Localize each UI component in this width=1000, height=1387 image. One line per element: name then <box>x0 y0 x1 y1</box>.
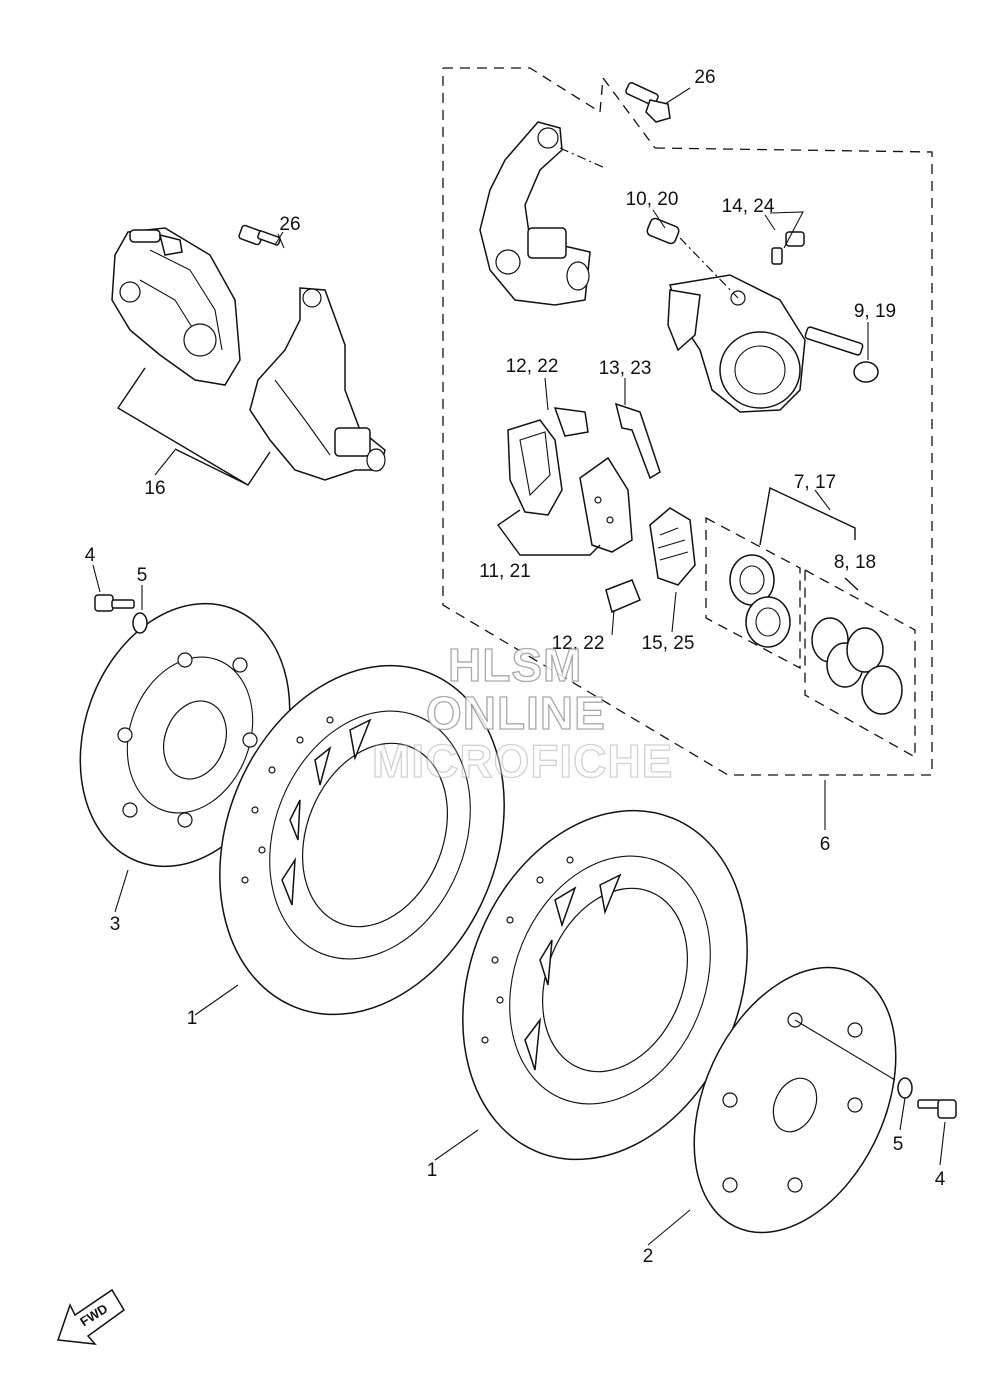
pad-spring-13-23 <box>614 402 661 480</box>
pad-clip-12-22-top <box>553 407 589 437</box>
callout-12-22-bottom: 12, 22 <box>552 633 605 654</box>
bracket-line-7-17 <box>759 486 856 546</box>
piston-seals-8-18 <box>811 617 903 715</box>
callout-1-left: 1 <box>187 1008 198 1029</box>
watermark-line-2: ONLINE <box>425 686 606 739</box>
pad-clip-12-22-bottom <box>605 579 641 614</box>
callout-26-left: 26 <box>279 214 300 235</box>
seal-kit-box <box>705 516 916 759</box>
bolt-4-right <box>917 1099 957 1119</box>
callout-11-21: 11, 21 <box>479 561 530 582</box>
boundary-notch <box>599 77 656 149</box>
left-caliper-bracket <box>249 287 386 481</box>
callout-3: 3 <box>110 914 121 935</box>
callout-2: 2 <box>643 1246 654 1267</box>
brake-disc-1-right <box>462 809 748 1161</box>
callout-4-right: 4 <box>935 1169 946 1190</box>
bracket-line-11-21 <box>497 509 601 556</box>
bolt-26-left <box>238 224 284 246</box>
watermark-line-3: MICROFICHE <box>371 734 674 787</box>
pistons-7-17 <box>729 554 791 648</box>
callout-6: 6 <box>820 834 831 855</box>
bracket-line-16 <box>117 367 271 486</box>
callout-13-23: 13, 23 <box>599 358 652 379</box>
callout-12-22-top: 12, 22 <box>506 356 559 377</box>
caliper-assembly-boundary <box>442 67 933 776</box>
callout-15-25: 15, 25 <box>642 633 695 654</box>
callout-5-right: 5 <box>893 1134 904 1155</box>
callout-8-18: 8, 18 <box>834 552 876 573</box>
callout-16: 16 <box>144 478 165 499</box>
callout-5-left: 5 <box>137 565 148 586</box>
callout-4-left: 4 <box>85 545 96 566</box>
brake-pad-11-21-outer <box>579 456 633 553</box>
brake-disc-1-left <box>219 664 505 1016</box>
bleeder-screw-14-24 <box>769 211 805 265</box>
bolt-26-top <box>625 82 691 123</box>
pin-bolt-9-19 <box>804 326 879 383</box>
callout-26-top: 26 <box>694 67 715 88</box>
brake-pad-11-21-inner <box>507 419 563 516</box>
callout-9-19: 9, 19 <box>854 301 896 322</box>
callout-14-24: 14, 24 <box>722 196 775 217</box>
washer-5-right <box>897 1077 913 1099</box>
right-caliper-bracket <box>479 121 606 306</box>
watermark-line-1: HLSM <box>447 638 583 691</box>
bracket-line-8-18 <box>844 577 859 591</box>
left-caliper-assembly <box>111 227 241 386</box>
leader-lines <box>92 209 946 1246</box>
fwd-arrow-icon: FWD <box>56 1288 125 1345</box>
disc-hub-2 <box>693 966 897 1234</box>
callout-1-right: 1 <box>427 1160 438 1181</box>
callout-7-17: 7, 17 <box>794 472 836 493</box>
bolt-4-left <box>94 594 135 612</box>
callout-10-20: 10, 20 <box>626 189 679 210</box>
right-caliper-body <box>646 217 806 413</box>
washer-5-left <box>132 612 148 634</box>
pad-shim-15-25 <box>649 507 696 586</box>
